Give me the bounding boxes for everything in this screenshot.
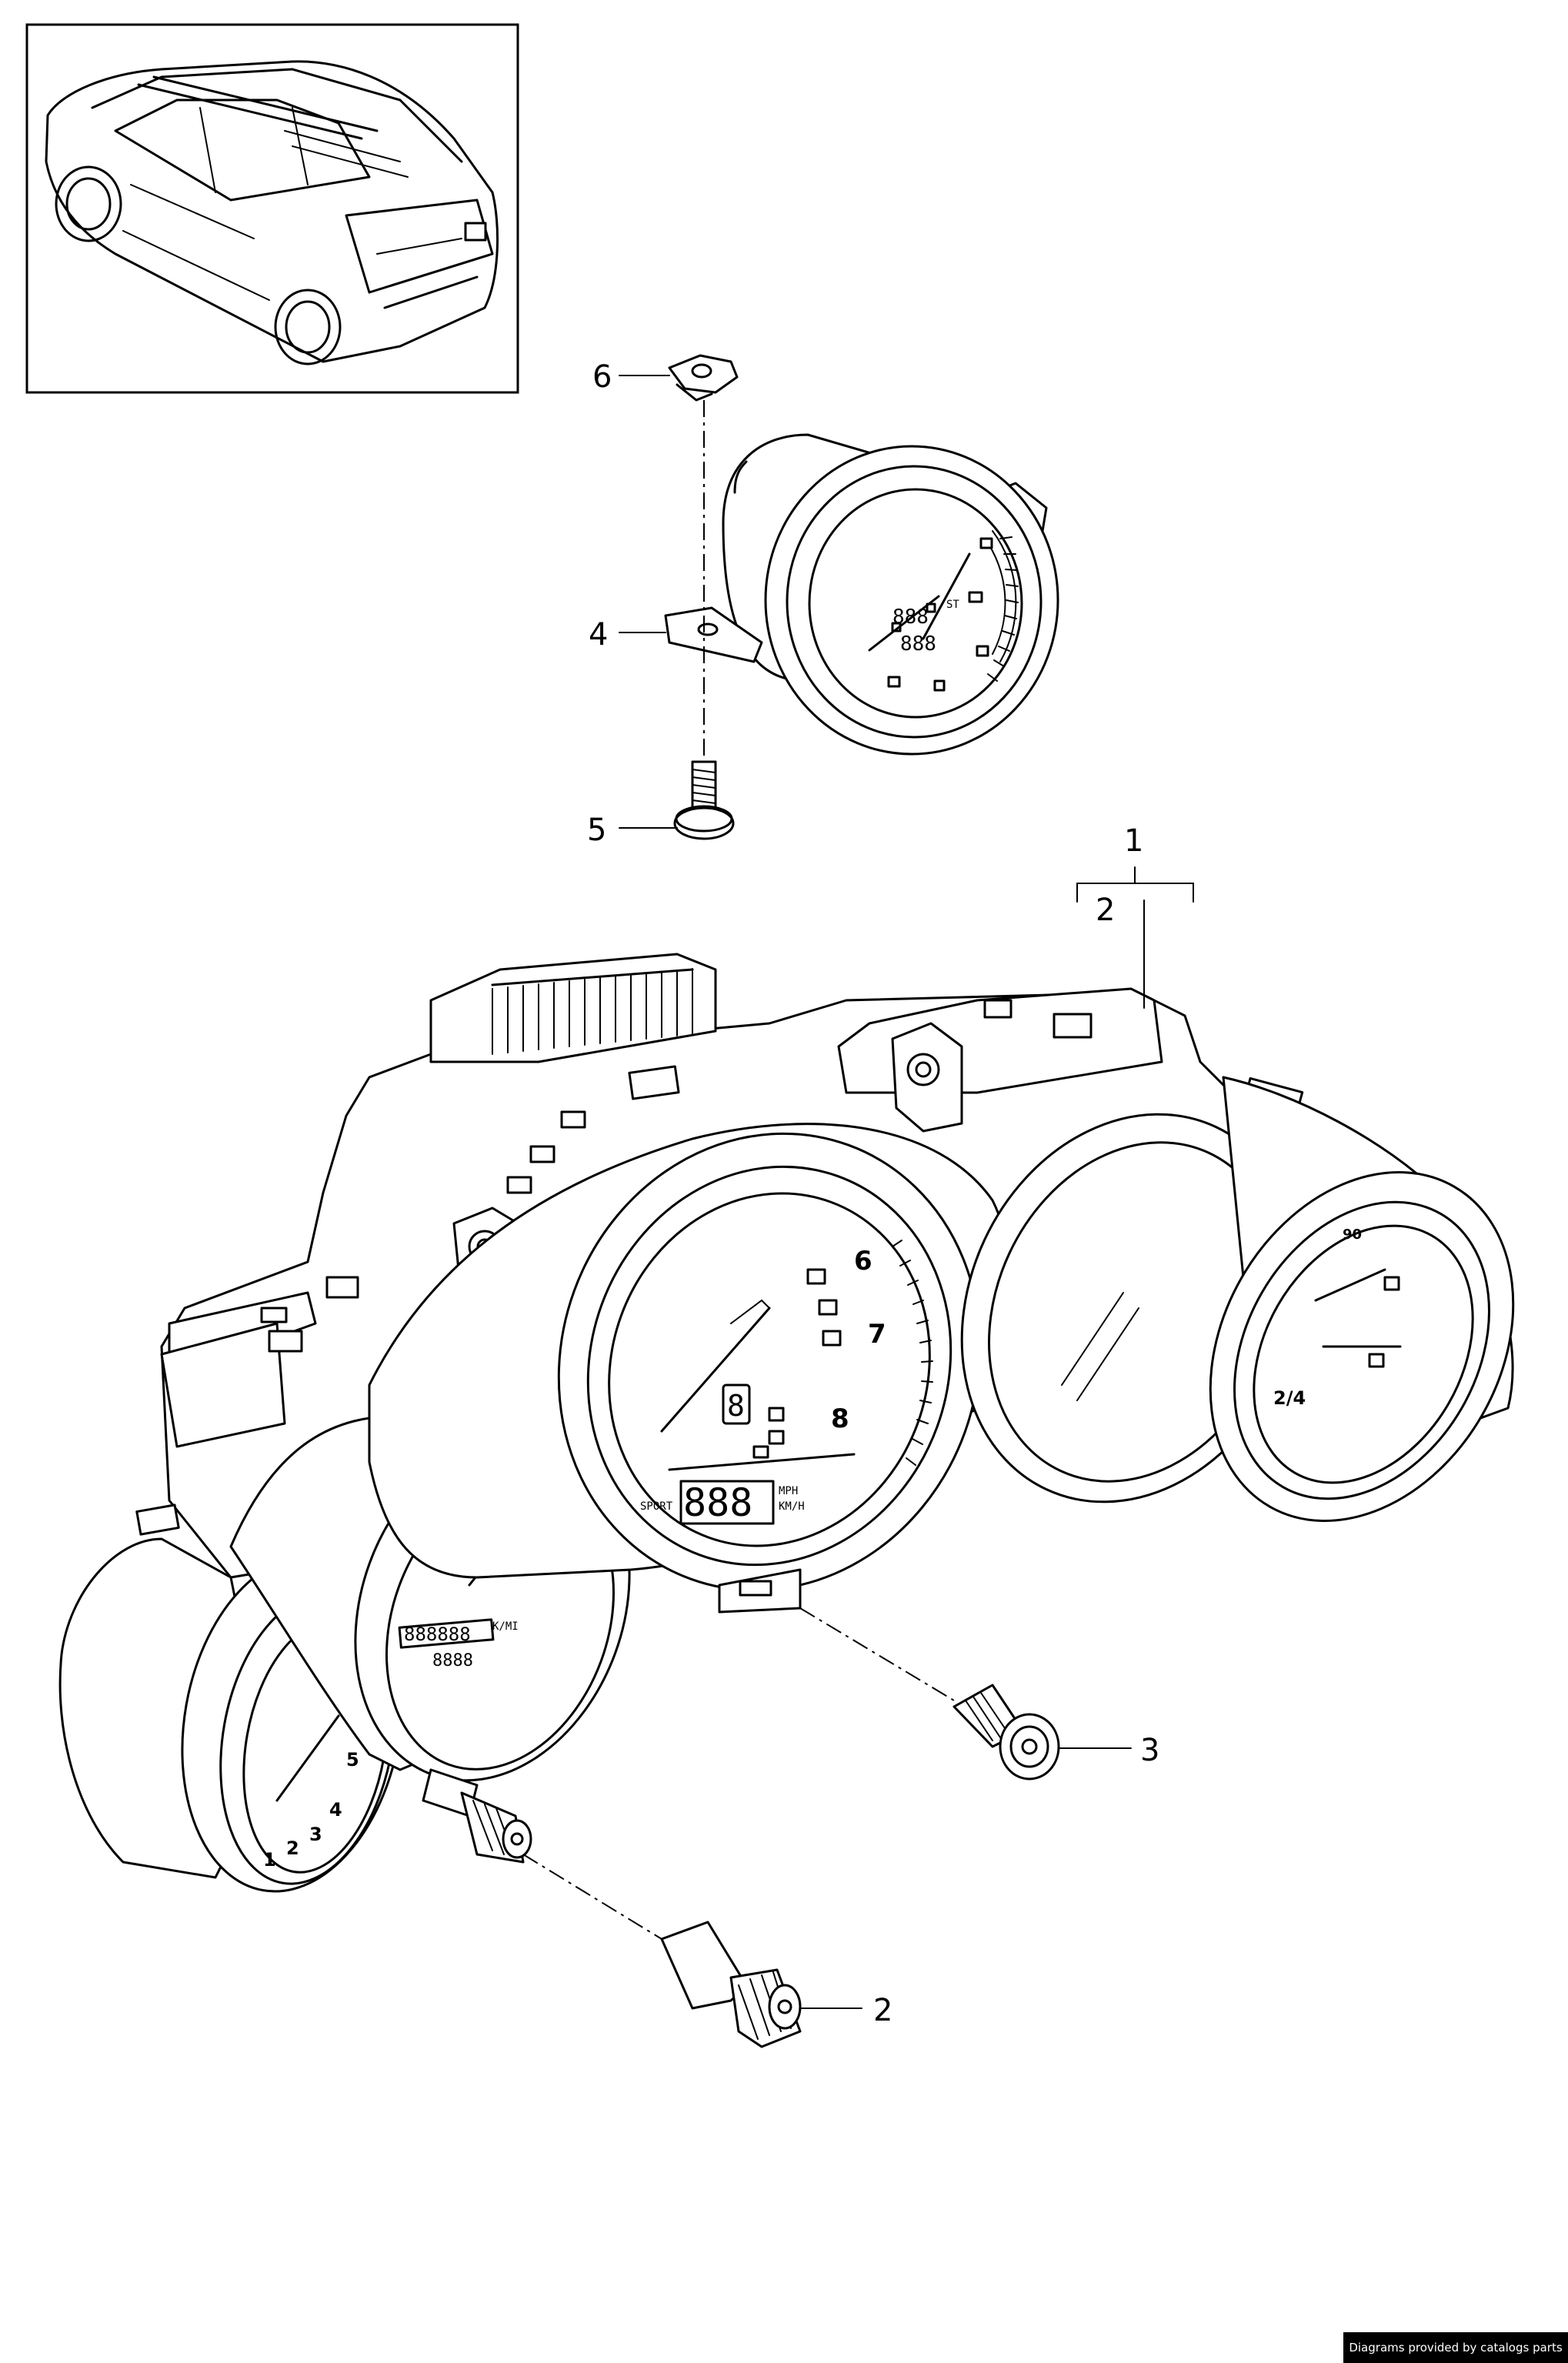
callout-1: 1 <box>1124 823 1143 859</box>
knob-part-2 <box>660 1921 802 2048</box>
callout-2-bracket: 2 <box>1096 893 1115 928</box>
thumbnail-frame <box>25 23 519 394</box>
tach-number-6: 6 <box>854 1246 872 1277</box>
odometer-unit: K/MI <box>492 1620 519 1633</box>
bracket-1 <box>1076 883 1194 903</box>
tach-number-7: 7 <box>868 1319 886 1350</box>
speed-digits: 888 <box>683 1480 752 1525</box>
knob-mounted <box>422 1768 532 1864</box>
callout-5: 5 <box>587 813 606 848</box>
screw-part-5 <box>673 760 735 840</box>
left-gauge-numbers: 1 2 3 4 5 <box>263 1749 359 1871</box>
tach-ticks <box>892 1240 933 1466</box>
left-gauge-number-2: 2 <box>286 1837 299 1859</box>
left-gauge-number-5: 5 <box>346 1749 359 1771</box>
tach-number-8: 8 <box>831 1403 849 1434</box>
left-gauge-number-4: 4 <box>329 1799 342 1821</box>
screw-part-3 <box>952 1684 1060 1781</box>
callout-6: 6 <box>592 359 612 395</box>
alignment-line-knob <box>522 1854 662 1940</box>
right-gauge-label: 2/4 <box>1273 1387 1306 1409</box>
instrument-cluster-part-1: 1 2 3 4 5 888888 8888 K/MI 6 7 8 8 <box>58 953 1515 1893</box>
sport-label: SPORT <box>640 1500 673 1513</box>
callout-leaders <box>619 375 1194 2009</box>
gear-indicator: 8 <box>727 1389 745 1423</box>
stopwatch-digits-bottom: 888 <box>900 632 936 656</box>
callout-2-knob: 2 <box>873 1993 892 2028</box>
diagram-credit: Diagrams provided by catalogs parts <box>1343 2332 1568 2363</box>
vehicle-thumbnail <box>25 23 519 394</box>
suv-illustration <box>45 60 499 365</box>
alignment-line-screw-3 <box>799 1607 955 1701</box>
left-gauge-number-3: 3 <box>309 1824 322 1845</box>
right-gauge-top-label: 90 <box>1343 1227 1362 1243</box>
callout-4: 4 <box>589 617 608 652</box>
stopwatch-ticks <box>987 536 1019 682</box>
clip-nut-part-6 <box>668 354 739 402</box>
stopwatch-digits-top: 888 <box>892 606 929 629</box>
vent-slats <box>492 968 693 1055</box>
stopwatch-st-label: ST <box>946 599 959 611</box>
speed-unit-mph: MPH <box>779 1485 798 1497</box>
stopwatch-gauge-part-4: 888 888 ST <box>664 433 1059 756</box>
callout-3: 3 <box>1140 1733 1159 1768</box>
odometer-digits: 888888 <box>404 1624 471 1645</box>
speed-unit-kmh: KM/H <box>779 1500 805 1513</box>
left-gauge-number-1: 1 <box>263 1849 276 1871</box>
trip-digits: 8888 <box>432 1651 473 1670</box>
callouts: 6 4 5 1 2 3 2 <box>587 359 1159 2028</box>
